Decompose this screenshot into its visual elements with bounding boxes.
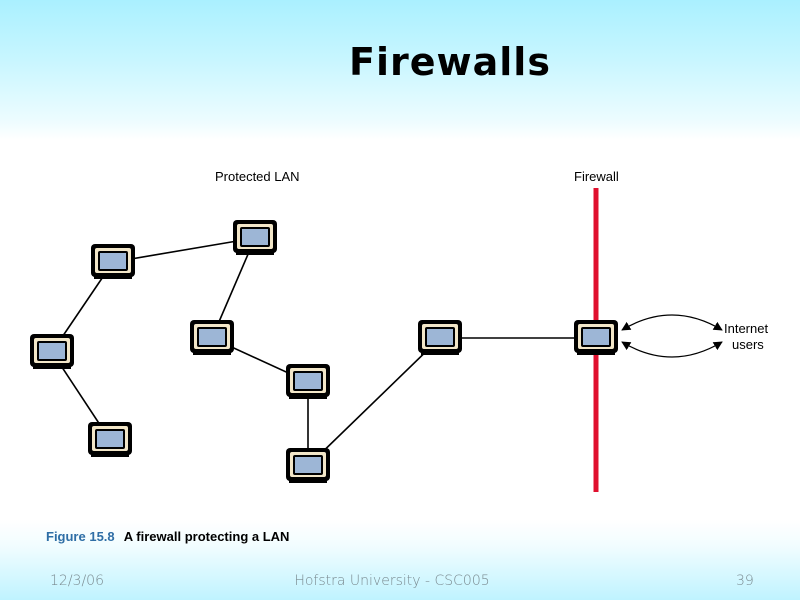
internet-label-line1: Internet xyxy=(724,321,769,336)
firewall-label: Firewall xyxy=(574,169,619,184)
computer-icon xyxy=(233,220,277,255)
slide-title: Firewalls xyxy=(349,40,551,84)
internet-arrow-upper xyxy=(621,314,723,331)
figure-number: Figure 15.8 xyxy=(46,529,115,544)
protected-lan-label: Protected LAN xyxy=(215,169,300,184)
footer-page-number: 39 xyxy=(736,573,754,589)
computer-icon xyxy=(286,364,330,399)
network-link xyxy=(307,337,441,467)
internet-arrow-lower xyxy=(621,341,723,358)
footer-date: 12/3/06 xyxy=(50,573,104,589)
computer-icon xyxy=(418,320,462,355)
firewall-computer-icon xyxy=(574,320,618,355)
computer-icon xyxy=(88,422,132,457)
computer-icon xyxy=(286,448,330,483)
figure-caption-text: A firewall protecting a LAN xyxy=(123,529,290,544)
computer-icon xyxy=(30,334,74,369)
computer-icon xyxy=(190,320,234,355)
internet-label-line2: users xyxy=(732,337,764,352)
footer-title: Hofstra University - CSC005 xyxy=(294,573,490,589)
computer-icon xyxy=(91,244,135,279)
network-link xyxy=(112,237,256,263)
figure-caption: Figure 15.8 A firewall protecting a LAN xyxy=(46,529,289,544)
